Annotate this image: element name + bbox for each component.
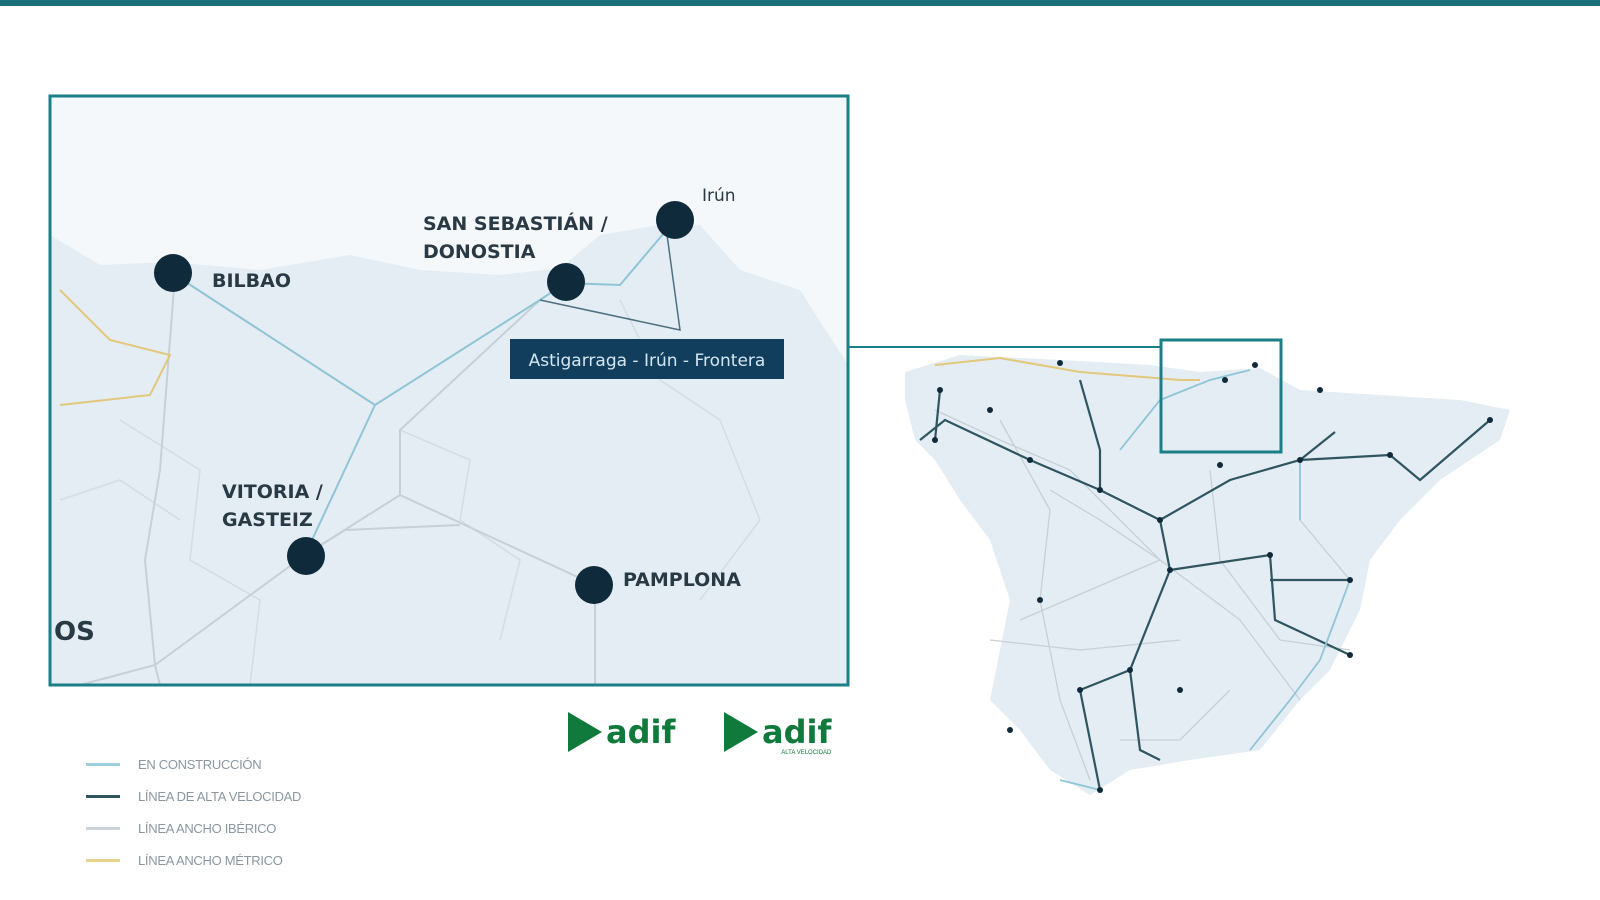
legend-label: LÍNEA ANCHO IBÉRICO [138, 820, 277, 836]
legend-item: LÍNEA DE ALTA VELOCIDAD [86, 780, 301, 812]
adif-logo-text: adif [606, 713, 676, 751]
node-vitoria [287, 537, 325, 575]
inset-highlight-box [1159, 338, 1283, 454]
iberian-gauge-lines [79, 274, 596, 685]
route-callout: Astigarraga - Irún - Frontera [529, 351, 766, 371]
adif-logo: adif [568, 712, 675, 752]
adif-av-logo-icon [724, 712, 758, 752]
legend-swatch-iberian [86, 826, 120, 830]
inset-land [50, 225, 848, 685]
label-pamplona: PAMPLONA [623, 569, 741, 591]
adif-av-logo: adif ALTA VELOCIDAD [724, 712, 832, 756]
inset-map: BILBAO SAN SEBASTIÁN / DONOSTIA Irún VIT… [48, 94, 850, 687]
label-san-sebastian-2: DONOSTIA [423, 241, 536, 263]
legend-label: EN CONSTRUCCIÓN [138, 756, 262, 772]
node-irun [656, 201, 694, 239]
metric-gauge-lines [59, 289, 172, 406]
spain-land [905, 355, 1510, 795]
label-bilbao: BILBAO [212, 270, 291, 292]
label-vitoria-2: GASTEIZ [222, 509, 313, 531]
legend-swatch-high-speed [86, 794, 120, 798]
label-partial: OS [54, 617, 95, 647]
route-callout-box [510, 339, 784, 379]
legend-label: LÍNEA ANCHO MÉTRICO [138, 852, 283, 868]
adif-logo-icon [568, 712, 602, 752]
label-irun: Irún [702, 186, 736, 206]
node-pamplona [575, 566, 613, 604]
map-legend: EN CONSTRUCCIÓN LÍNEA DE ALTA VELOCIDAD … [86, 748, 301, 876]
node-bilbao [154, 254, 192, 292]
adif-av-logo-subtitle: ALTA VELOCIDAD [781, 750, 832, 756]
node-san-sebastian [547, 263, 585, 301]
spain-construction-lines [1059, 369, 1351, 791]
adif-av-logo-text: adif [762, 713, 832, 751]
spain-overview-map [905, 338, 1510, 795]
spain-hsl-lines [919, 379, 1491, 791]
legend-item: LÍNEA ANCHO MÉTRICO [86, 844, 301, 876]
legend-item: LÍNEA ANCHO IBÉRICO [86, 812, 301, 844]
legend-item: EN CONSTRUCCIÓN [86, 748, 301, 780]
legend-label: LÍNEA DE ALTA VELOCIDAD [138, 788, 302, 804]
legend-swatch-metric [86, 858, 120, 862]
label-vitoria-1: VITORIA / [222, 481, 323, 503]
legend-swatch-construction [86, 762, 120, 766]
hsl-lines [539, 219, 681, 331]
label-san-sebastian-1: SAN SEBASTIÁN / [423, 212, 608, 235]
top-accent-bar [0, 0, 1600, 6]
